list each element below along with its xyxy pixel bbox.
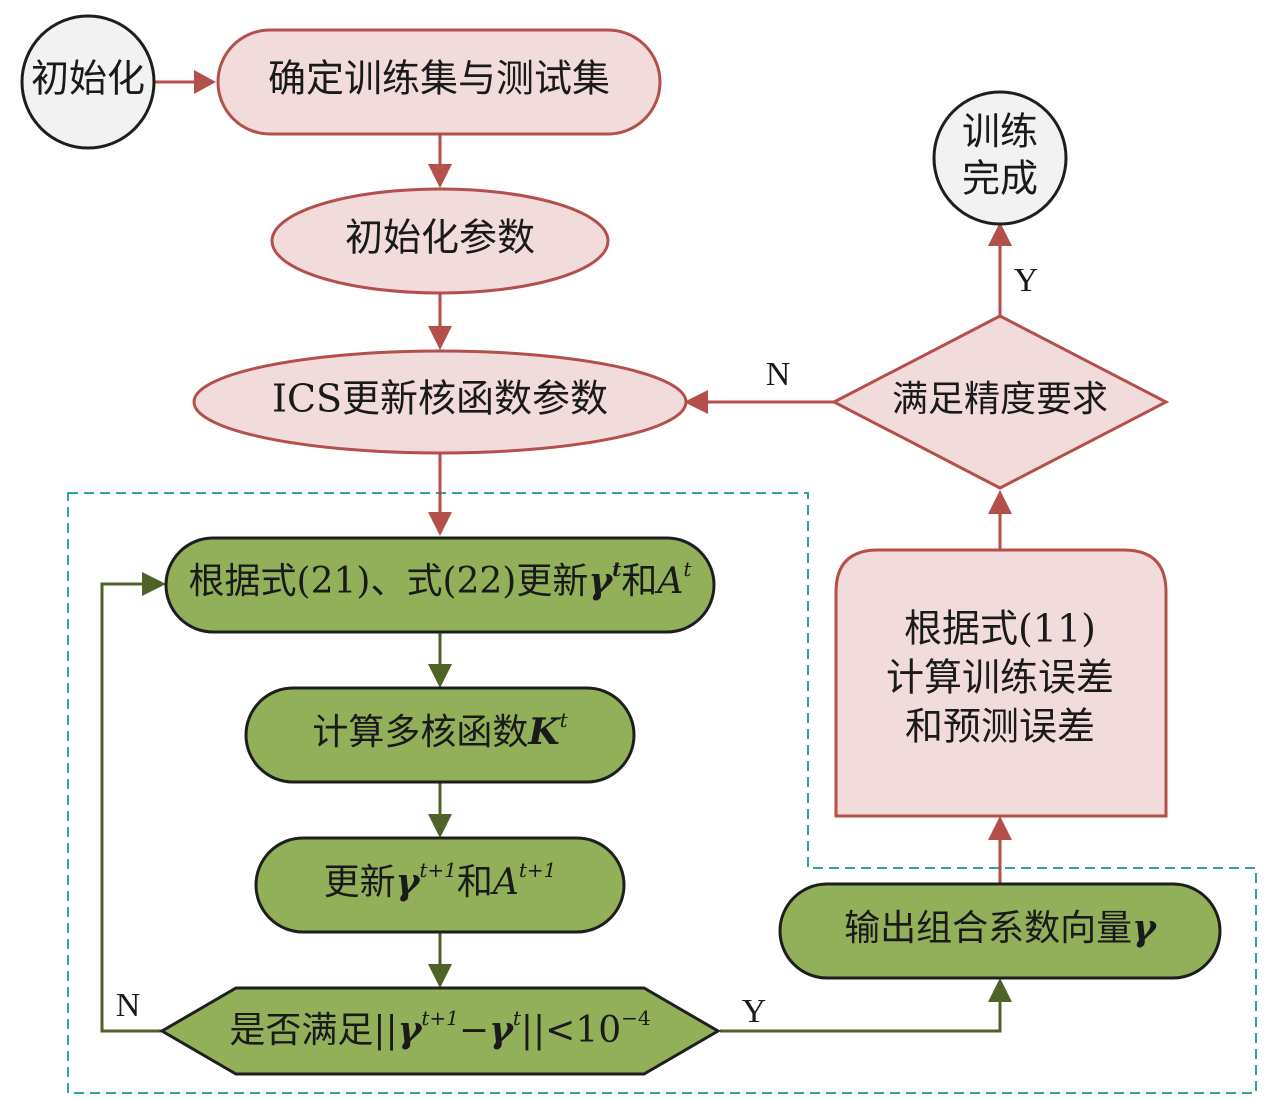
init-label: 初始化 xyxy=(31,57,145,101)
train-done-line2: 完成 xyxy=(962,157,1038,201)
converge-no-label: N xyxy=(116,987,141,1024)
ics-update-label: ICS更新核函数参数 xyxy=(272,377,608,421)
train-done-node: 训练 完成 xyxy=(932,90,1068,226)
split-data-label: 确定训练集与测试集 xyxy=(268,57,610,101)
accuracy-check-node: 满足精度要求 xyxy=(830,314,1170,490)
init-node: 初始化 xyxy=(20,14,156,150)
split-data-node: 确定训练集与测试集 xyxy=(216,28,662,136)
converge-yes-label: Y xyxy=(742,993,767,1030)
output-gamma-node: 输出组合系数向量γ xyxy=(778,882,1222,980)
compute-error-line1: 根据式(11) xyxy=(904,607,1096,651)
converge-check-node: 是否满足||γt+1−γt||<10−4 xyxy=(159,986,721,1076)
iteration-region-border xyxy=(67,492,1257,1094)
compute-error-line3: 和预测误差 xyxy=(905,705,1095,749)
compute-kernel-node: 计算多核函数Kt xyxy=(244,686,636,784)
accuracy-yes-label: Y xyxy=(1014,262,1039,299)
update-gamma-a-node: 根据式(21)、式(22)更新γt和At xyxy=(164,536,716,634)
compute-error-node: 根据式(11) 计算训练误差 和预测误差 xyxy=(834,548,1168,818)
compute-error-line2: 计算训练误差 xyxy=(886,656,1114,700)
init-params-label: 初始化参数 xyxy=(345,216,535,260)
compute-kernel-label: 计算多核函数Kt xyxy=(312,708,568,754)
train-done-line1: 训练 xyxy=(962,110,1038,154)
update-next-node: 更新γt+1和At+1 xyxy=(254,836,626,934)
ics-update-node: ICS更新核函数参数 xyxy=(192,349,688,455)
converge-check-label: 是否满足||γt+1−γt||<10−4 xyxy=(229,1006,650,1052)
update-next-label: 更新γt+1和At+1 xyxy=(324,858,557,904)
update-gamma-a-label: 根据式(21)、式(22)更新γt和At xyxy=(189,557,693,603)
accuracy-no-label: N xyxy=(766,356,791,393)
init-params-node: 初始化参数 xyxy=(270,187,610,295)
connectors xyxy=(100,70,1012,1033)
accuracy-check-label: 满足精度要求 xyxy=(892,379,1108,420)
output-gamma-label: 输出组合系数向量γ xyxy=(844,907,1158,949)
